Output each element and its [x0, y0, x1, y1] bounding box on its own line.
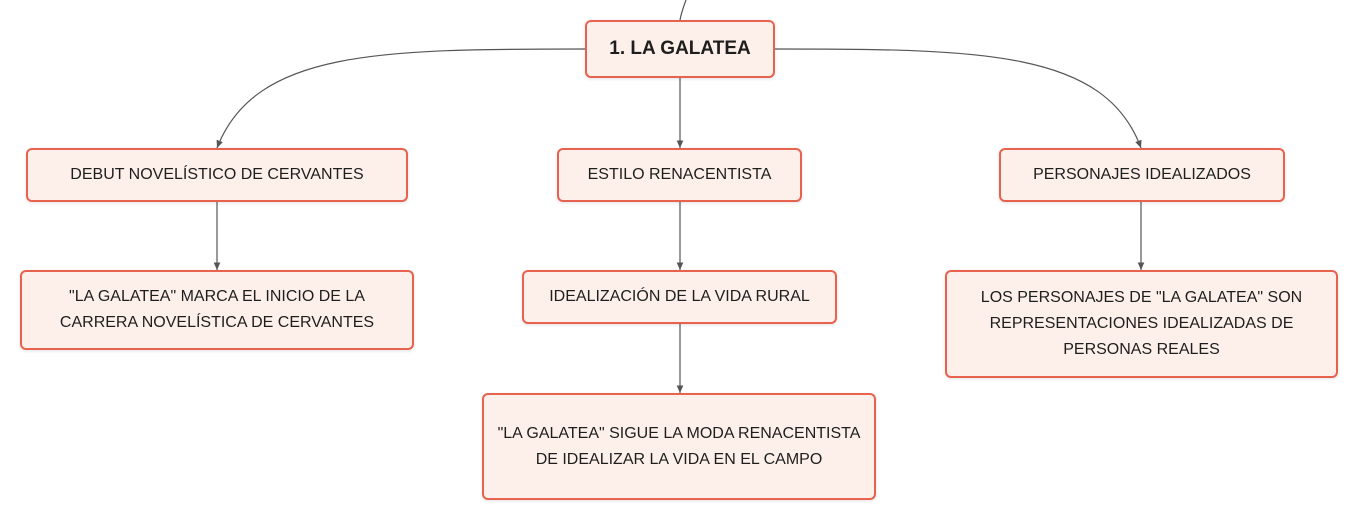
detail-line: REPRESENTACIONES IDEALIZADAS DE — [989, 315, 1294, 332]
detail-node-personajes[interactable]: LOS PERSONAJES DE "LA GALATEA" SON REPRE… — [945, 270, 1338, 378]
branch-node-estilo[interactable]: ESTILO RENACENTISTA — [557, 148, 802, 202]
detail-node-moda-renacentista[interactable]: "LA GALATEA" SIGUE LA MODA RENACENTISTA … — [482, 393, 876, 500]
detail-line: "LA GALATEA" SIGUE LA MODA RENACENTISTA — [497, 424, 861, 442]
root-label: 1. LA GALATEA — [609, 38, 751, 59]
detail-line: IDEALIZACIÓN DE LA VIDA RURAL — [549, 288, 810, 305]
detail-line: DE IDEALIZAR LA VIDA EN EL CAMPO — [535, 450, 823, 468]
branch-label: ESTILO RENACENTISTA — [587, 166, 772, 183]
detail-line: PERSONAS REALES — [1063, 341, 1220, 358]
connector-root-to-debut — [216, 48, 586, 149]
detail-line: CARRERA NOVELÍSTICA DE CERVANTES — [59, 314, 375, 331]
incoming-connector — [679, 0, 687, 21]
branch-node-personajes[interactable]: PERSONAJES IDEALIZADOS — [999, 148, 1285, 202]
branch-label: DEBUT NOVELÍSTICO DE CERVANTES — [70, 166, 364, 183]
detail-line: "LA GALATEA" MARCA EL INICIO DE LA — [69, 288, 365, 305]
branch-node-debut[interactable]: DEBUT NOVELÍSTICO DE CERVANTES — [26, 148, 408, 202]
detail-node-debut[interactable]: "LA GALATEA" MARCA EL INICIO DE LA CARRE… — [20, 270, 414, 350]
detail-node-idealizacion[interactable]: IDEALIZACIÓN DE LA VIDA RURAL — [522, 270, 837, 324]
connector-root-to-personajes — [774, 48, 1142, 149]
root-node[interactable]: 1. LA GALATEA — [585, 20, 775, 78]
branch-label: PERSONAJES IDEALIZADOS — [1033, 166, 1251, 183]
detail-line: LOS PERSONAJES DE "LA GALATEA" SON — [980, 289, 1303, 306]
